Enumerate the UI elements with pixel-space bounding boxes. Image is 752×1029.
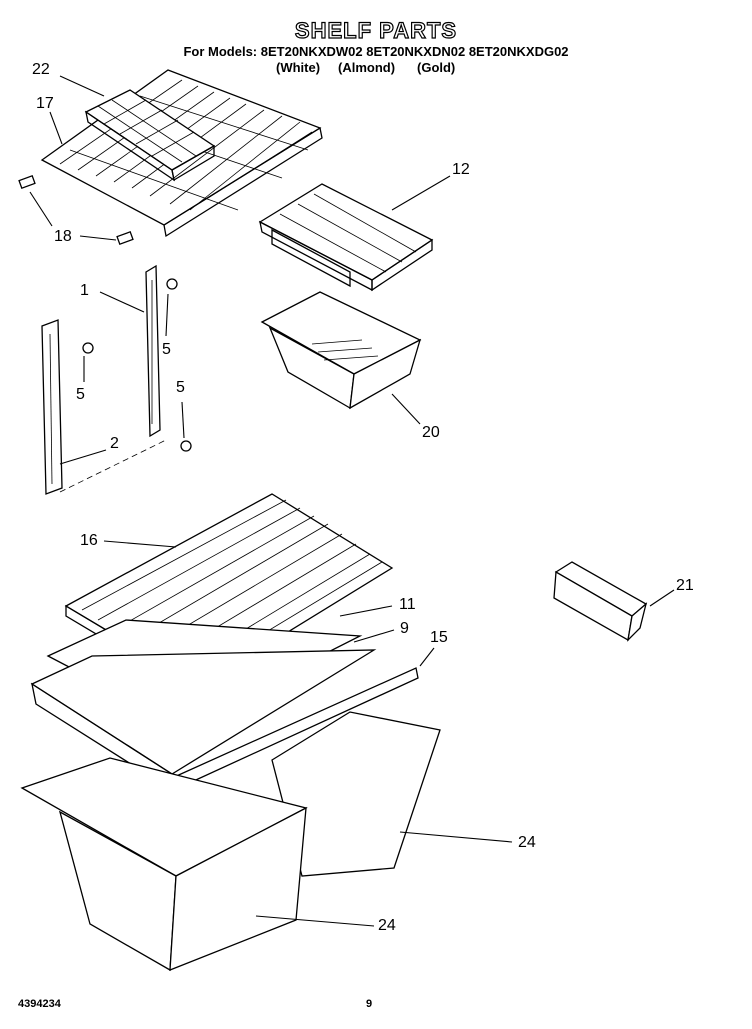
leader-lines (29, 75, 675, 927)
crisper-drawers (20, 711, 441, 972)
callout-16: 16 (80, 532, 98, 549)
meat-pan-drawer (260, 291, 422, 410)
callout-20: 20 (422, 424, 440, 441)
color-almond: (Almond) (338, 60, 396, 75)
callout-5-upper: 5 (162, 341, 171, 358)
callout-24-right: 24 (518, 834, 536, 851)
color-gold: (Gold) (417, 60, 456, 75)
callout-2: 2 (110, 435, 119, 452)
document-number: 4394234 (18, 998, 61, 1010)
screws (82, 278, 192, 452)
callout-1: 1 (80, 282, 89, 299)
crisper-cover-shelf (258, 183, 434, 292)
callout-5-lower: 5 (176, 379, 185, 396)
callout-24-left: 24 (378, 917, 396, 934)
callout-15: 15 (430, 629, 448, 646)
callout-11: 11 (399, 596, 416, 613)
models-line: For Models: 8ET20NKXDW02 8ET20NKXDN02 8E… (183, 44, 569, 59)
callout-18: 18 (54, 228, 72, 245)
callout-21: 21 (676, 577, 694, 594)
callout-22: 22 (32, 61, 50, 78)
door-bin (553, 561, 648, 642)
page-title: SHELF PARTS (294, 17, 458, 43)
callout-9: 9 (400, 620, 409, 637)
shelf-ladder-rails (41, 264, 161, 495)
callout-5-left: 5 (76, 386, 85, 403)
page-number: 9 (366, 998, 373, 1010)
callout-12: 12 (452, 161, 470, 178)
shelf-end-caps (18, 175, 134, 245)
color-white: (White) (276, 60, 321, 75)
egg-tray (84, 89, 216, 182)
callout-17: 17 (36, 95, 54, 112)
